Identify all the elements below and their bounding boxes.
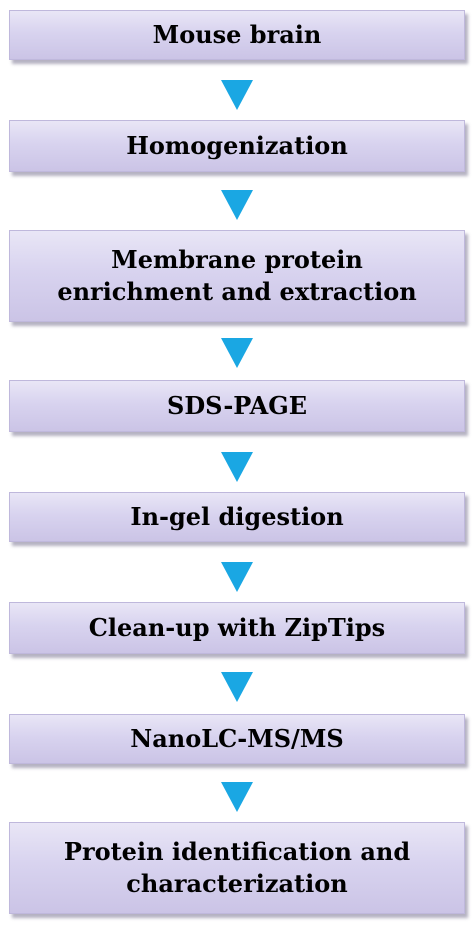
- step-mouse-brain: Mouse brain: [9, 10, 465, 60]
- step-clean-up-ziptips: Clean-up with ZipTips: [9, 602, 465, 654]
- step-nanolc-ms-ms: NanoLC-MS/MS: [9, 714, 465, 764]
- down-arrow-icon: [221, 452, 253, 482]
- step-label: Clean-up with ZipTips: [88, 613, 386, 642]
- step-label: Membrane protein enrichment and extracti…: [57, 245, 417, 306]
- step-label: Protein identification and characterizat…: [63, 837, 411, 898]
- down-arrow-icon: [221, 338, 253, 368]
- step-label: NanoLC-MS/MS: [130, 724, 344, 753]
- down-arrow-icon: [221, 80, 253, 110]
- step-label: SDS-PAGE: [166, 391, 308, 420]
- step-sds-page: SDS-PAGE: [9, 380, 465, 432]
- step-in-gel-digestion: In-gel digestion: [9, 492, 465, 542]
- step-homogenization: Homogenization: [9, 120, 465, 172]
- step-label: In-gel digestion: [130, 502, 344, 531]
- step-protein-identification: Protein identification and characterizat…: [9, 822, 465, 914]
- down-arrow-icon: [221, 672, 253, 702]
- down-arrow-icon: [221, 190, 253, 220]
- step-label: Mouse brain: [152, 20, 322, 49]
- down-arrow-icon: [221, 562, 253, 592]
- down-arrow-icon: [221, 782, 253, 812]
- step-label: Homogenization: [126, 131, 348, 160]
- step-membrane-protein-enrichment: Membrane protein enrichment and extracti…: [9, 230, 465, 322]
